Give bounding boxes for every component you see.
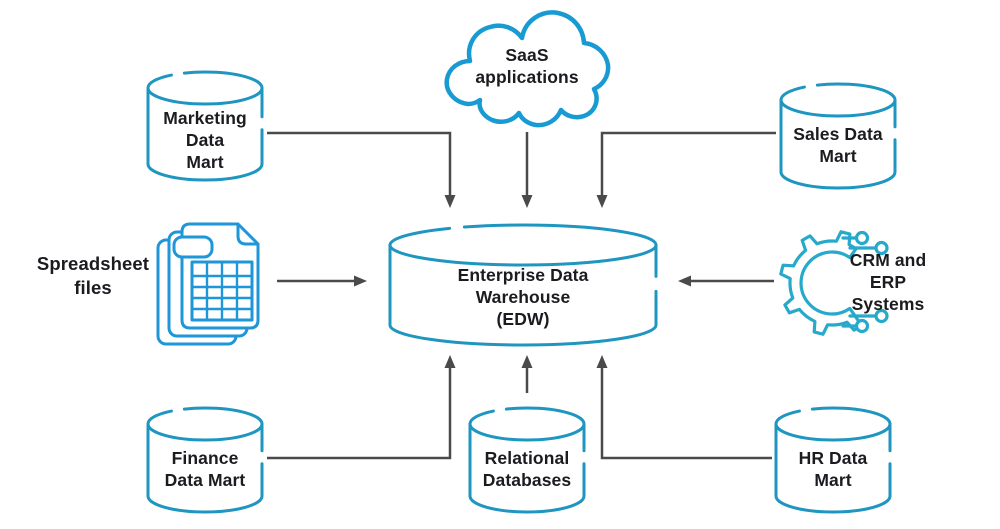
gear-body — [779, 230, 864, 336]
page-fold — [236, 222, 260, 246]
arrowhead-up — [521, 355, 533, 368]
sales-data-mart-label: Sales Data Mart — [793, 124, 883, 166]
edw-cylinder-icon — [388, 223, 658, 347]
circuit-node — [874, 308, 889, 324]
page-tab — [172, 235, 214, 259]
arrow-hr-to-edw — [600, 366, 772, 460]
spreadsheet-files-label: Spreadsheet files — [36, 253, 150, 298]
arrowhead-right — [354, 275, 367, 287]
arrowhead-left — [678, 275, 691, 287]
arrow-finance-to-edw — [267, 366, 452, 460]
relational-databases-icon — [468, 406, 586, 514]
hr-data-mart-label: HR Data Mart — [798, 448, 868, 490]
marketing-data-mart-icon — [146, 70, 264, 182]
arrow-sales-to-edw — [600, 131, 776, 197]
circuit-node — [874, 240, 889, 256]
connector-arrows — [267, 131, 776, 460]
connector-arrowheads — [354, 195, 691, 368]
hr-data-mart-icon — [774, 406, 892, 514]
gear-circuit-icon — [779, 230, 889, 336]
arrowhead-up — [596, 355, 608, 368]
edw-label: Enterprise Data Warehouse (EDW) — [457, 265, 589, 329]
circuit-node — [854, 230, 870, 246]
arrow-marketing-to-edw — [267, 131, 452, 197]
finance-data-mart-label: Finance Data Mart — [164, 448, 246, 490]
arrowhead-down — [444, 195, 456, 208]
spreadsheet-files-icon — [156, 222, 260, 346]
spreadsheet-grid — [190, 260, 254, 322]
arrowhead-up — [444, 355, 456, 368]
circuit-node — [854, 318, 870, 334]
crm-erp-systems-label: CRM and ERP Systems — [849, 250, 927, 314]
arrowhead-down — [596, 195, 608, 208]
circuit-traces — [841, 230, 889, 334]
relational-databases-label: Relational Databases — [482, 448, 572, 490]
sales-data-mart-icon — [779, 82, 897, 190]
finance-data-mart-icon — [146, 406, 264, 514]
database-cylinders — [146, 70, 897, 514]
arrowhead-down — [521, 195, 533, 208]
saas-applications-label: SaaS applications — [475, 45, 579, 87]
cloud-icon — [444, 10, 611, 128]
marketing-data-mart-label: Marketing Data Mart — [163, 108, 247, 172]
